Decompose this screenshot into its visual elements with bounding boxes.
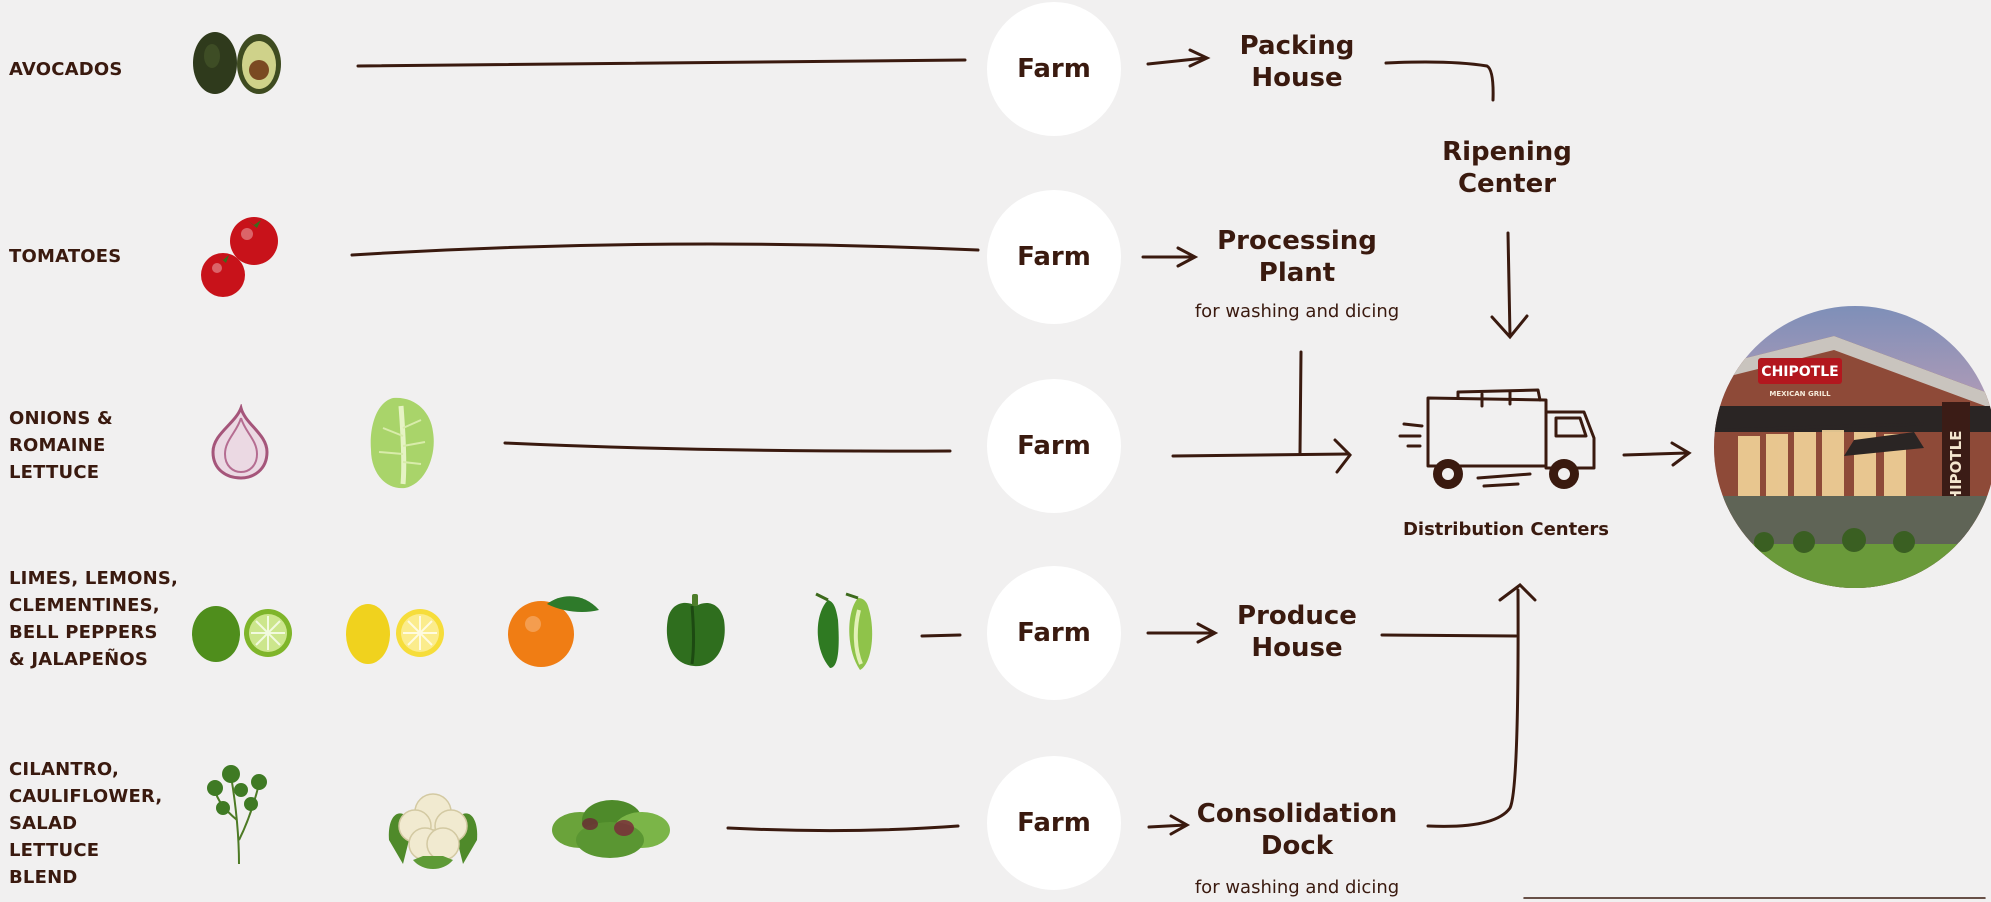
farm-circle-tomatoes: Farm <box>987 190 1121 324</box>
produce-house-label: Produce House <box>1237 601 1357 663</box>
farm-circle-cilantro: Farm <box>987 756 1121 890</box>
lemon-icon <box>346 604 444 664</box>
produce-house-merge-line <box>1380 633 1518 638</box>
restaurant-sign: CHIPOTLE <box>1761 364 1838 380</box>
processing-to-distribution-line <box>1298 350 1303 455</box>
tomato-icon <box>201 217 278 297</box>
row-label-tomatoes: TOMATOES <box>9 246 122 267</box>
ripening-center-label: Ripening Center <box>1442 137 1572 199</box>
arrow-to-packing <box>1146 56 1207 66</box>
restaurant-sub-sign: MEXICAN GRILL <box>1769 390 1831 398</box>
lime-icon <box>192 606 292 662</box>
delivery-truck-icon <box>1398 388 1596 489</box>
avocado-farm-line <box>356 58 967 68</box>
tomato-farm-line <box>350 242 980 257</box>
farm-circle-citrus-peppers: Farm <box>987 566 1121 700</box>
onion-icon <box>211 404 269 480</box>
restaurant-vertical-sign: CHIPOTLE <box>1947 431 1965 514</box>
jalapeno-icon <box>815 592 873 670</box>
row-label-citrus-peppers: LIMES, LEMONS, CLEMENTINES, BELL PEPPERS… <box>9 568 179 670</box>
packing-to-ripening-line <box>1384 60 1495 102</box>
row-label-onions-romaine: ONIONS & ROMAINE LETTUCE <box>9 408 113 483</box>
packing-house-label: Packing House <box>1239 31 1355 93</box>
restaurant-photo: CHIPOTLE MEXICAN GRILL CHIPOTLE <box>1714 306 1991 588</box>
distribution-centers-label: Distribution Centers <box>1402 519 1610 540</box>
avocado-icon <box>193 32 281 94</box>
consolidation-up-line <box>1426 588 1520 828</box>
farm-circle-avocados: Farm <box>987 2 1121 136</box>
processing-plant-label: Processing Plant <box>1217 226 1377 288</box>
row-label-avocados: AVOCADOS <box>9 59 123 80</box>
romaine-icon <box>370 397 434 489</box>
consolidation-dock-label: Consolidation Dock <box>1196 799 1398 861</box>
cilantro-icon <box>207 765 267 865</box>
cilantro-farm-line <box>726 824 960 833</box>
arrow-to-restaurant <box>1622 451 1689 457</box>
arrow-to-consolidation <box>1147 823 1188 829</box>
bell-pepper-icon <box>666 594 725 667</box>
farm-circle-onions-romaine: Farm <box>987 379 1121 513</box>
cauliflower-icon <box>388 793 478 869</box>
onion-to-distribution-line <box>1171 452 1351 458</box>
citrus-farm-line <box>920 633 962 638</box>
consolidation-dock-note: for washing and dicing <box>1194 877 1400 898</box>
onion-farm-line <box>503 441 952 453</box>
processing-plant-note: for washing and dicing <box>1194 301 1400 322</box>
row-label-cilantro-cauliflower: CILANTRO, CAULIFLOWER, SALAD LETTUCE BLE… <box>9 759 163 888</box>
salad-blend-icon <box>552 800 670 858</box>
ripening-to-distribution-line <box>1506 231 1512 338</box>
clementine-icon <box>508 596 599 667</box>
